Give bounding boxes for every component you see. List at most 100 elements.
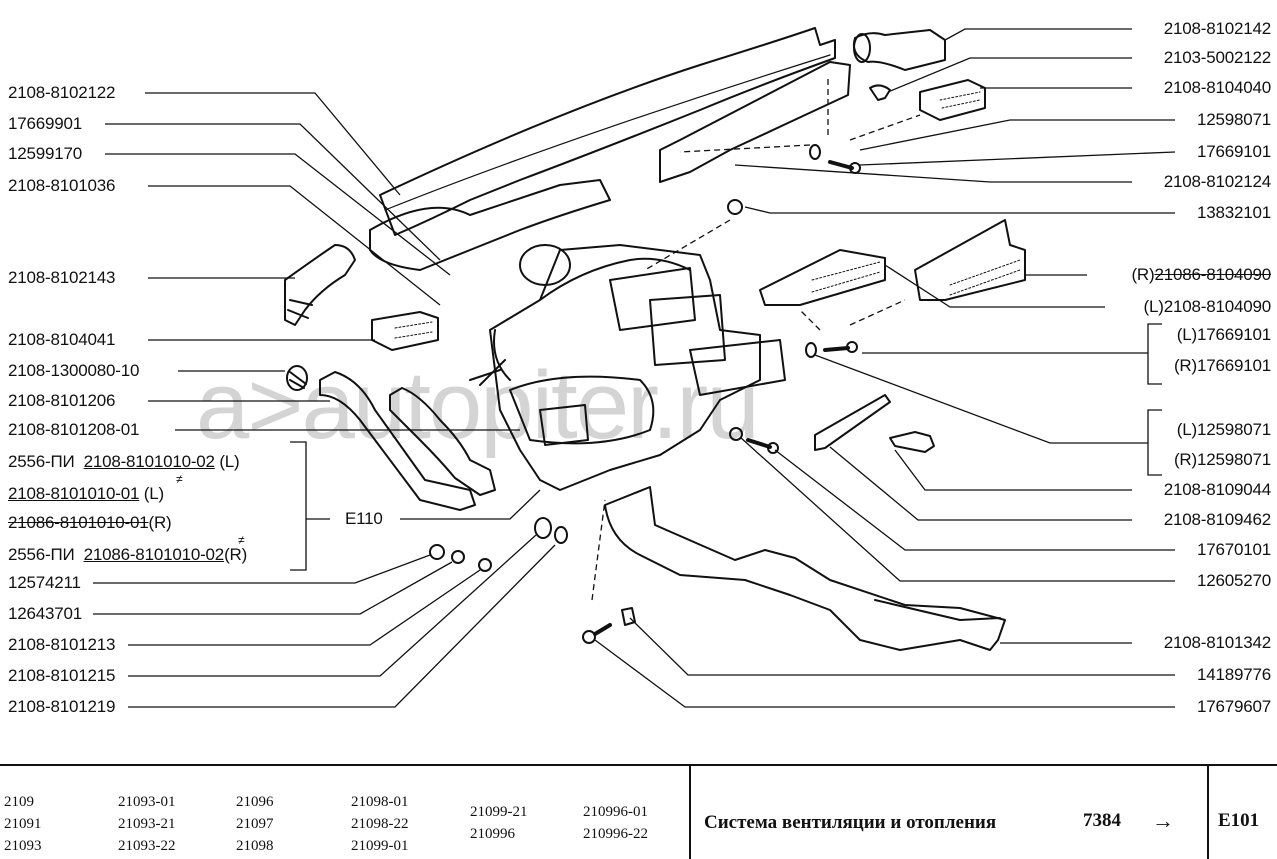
part-label-l-17669101[interactable]: (L)17669101 (1177, 325, 1271, 345)
part-label-12605270[interactable]: 12605270 (1196, 571, 1271, 590)
model-code: 210996-22 (583, 826, 648, 842)
nut-13832101 (727, 199, 743, 215)
hose-clamp (286, 365, 308, 391)
knob-2108-8109044 (889, 431, 935, 453)
hose-2108-8101206 (319, 371, 476, 511)
part-number: 17669101 (1196, 325, 1271, 344)
part-label-12598071[interactable]: 12598071 (1196, 110, 1271, 129)
part-label-2108-8102142[interactable]: 2108-8102142 (1163, 19, 1271, 38)
heater-row-4-prefix: 2556-ПИ (8, 545, 75, 564)
part-label-2108-8101219[interactable]: 2108-8101219 (8, 697, 116, 716)
part-label-2108-8102122[interactable]: 2108-8102122 (8, 83, 116, 102)
arrow-right-icon: → (1152, 808, 1174, 833)
neq-mark-1: ≠ (176, 472, 183, 486)
part-label-2108-8109044[interactable]: 2108-8109044 (1163, 480, 1271, 499)
vent-r-21086-8104090 (914, 219, 1026, 301)
model-code: 21093-22 (118, 838, 176, 854)
elbow-2108-8102143 (284, 244, 356, 326)
heater-part-21086-8101010-02[interactable]: 21086-8101010-02 (83, 545, 225, 564)
footer-divider (689, 766, 691, 859)
small-vent (919, 79, 986, 121)
nut-12574211 (429, 544, 445, 560)
vent-l-2108-8104090 (759, 249, 886, 306)
model-code: 21093-21 (118, 816, 176, 832)
part-label-12643701[interactable]: 12643701 (8, 604, 83, 623)
part-label-2108-8104041[interactable]: 2108-8104041 (8, 330, 116, 349)
part-label-17679607[interactable]: 17679607 (1196, 697, 1271, 716)
part-label-2108-8101213[interactable]: 2108-8101213 (8, 635, 116, 654)
nut-upper (809, 144, 821, 160)
model-code: 21099-21 (470, 804, 528, 820)
washer-2108-8101219 (554, 526, 568, 544)
part-label-r-21086-8104090[interactable]: (R)21086-8104090 (1131, 265, 1271, 285)
side-l: (L) (1176, 325, 1197, 344)
part-number: 17669101 (1196, 356, 1271, 375)
heater-row-3-side: (R) (148, 513, 172, 532)
part-label-2103-5002122[interactable]: 2103-5002122 (1163, 48, 1271, 67)
model-code: 21091 (4, 816, 42, 832)
part-label-r-17669101[interactable]: (R)17669101 (1174, 356, 1271, 376)
section-title: Система вентиляции и отопления (704, 812, 997, 833)
rail-2108-8109462 (814, 394, 891, 451)
part-label-2108-1300080-10[interactable]: 2108-1300080-10 (8, 361, 140, 380)
model-code: 2109 (4, 794, 34, 810)
model-code: 21099-01 (351, 838, 409, 854)
part-label-l-2108-8104090[interactable]: (L)2108-8104090 (1143, 297, 1272, 317)
model-code: 21096 (236, 794, 274, 810)
page-reference[interactable]: 7384 (1083, 810, 1121, 831)
part-label-2108-8104040[interactable]: 2108-8104040 (1163, 78, 1271, 97)
part-label-2108-8101342[interactable]: 2108-8101342 (1163, 633, 1271, 652)
part-label-17670101[interactable]: 17670101 (1196, 540, 1271, 559)
heater-row-4-side: (R) (224, 545, 248, 564)
elbow-duct (852, 29, 946, 71)
part-label-12599170[interactable]: 12599170 (8, 144, 83, 163)
model-code: 210996-01 (583, 804, 648, 820)
screw-17679607 (582, 630, 596, 644)
heater-row-2: 2108-8101010-01 (L) (8, 484, 164, 504)
heater-part-2108-8101010-02[interactable]: 2108-8101010-02 (83, 452, 215, 471)
heater-row-1-side: (L) (219, 452, 240, 471)
heater-part-21086-8101010-01[interactable]: 21086-8101010-01 (8, 513, 149, 532)
section-code: E101 (1218, 810, 1260, 831)
plate-14189776 (621, 607, 636, 626)
heater-row-2-side: (L) (143, 484, 164, 503)
nut-12598071 (805, 342, 817, 358)
washer-2108-8101215 (534, 517, 552, 539)
part-label-2108-8101206[interactable]: 2108-8101206 (8, 391, 116, 410)
part-number: 12598071 (1196, 420, 1271, 439)
nut-17670101 (729, 427, 743, 441)
catalog-footer: 2109 21091 21093 21093-01 21093-21 21093… (0, 764, 1277, 859)
part-label-12574211[interactable]: 12574211 (8, 573, 81, 592)
part-number: 12598071 (1196, 450, 1271, 469)
model-code: 21097 (236, 816, 274, 832)
part-label-2108-8101215[interactable]: 2108-8101215 (8, 666, 116, 685)
model-code: 21093-01 (118, 794, 176, 810)
upper-air-duct (379, 27, 836, 236)
assembly-label-e110[interactable]: E110 (345, 509, 383, 528)
part-label-2108-8102143[interactable]: 2108-8102143 (8, 268, 116, 287)
part-label-2108-8109462[interactable]: 2108-8109462 (1163, 510, 1271, 529)
part-label-2108-8102124[interactable]: 2108-8102124 (1163, 172, 1271, 191)
part-label-2108-8101036[interactable]: 2108-8101036 (8, 176, 116, 195)
side-r: (R) (1131, 265, 1155, 284)
heater-row-1: 2556-ПИ 2108-8101010-02 (L) (8, 452, 240, 472)
part-label-13832101[interactable]: 13832101 (1196, 203, 1271, 222)
part-label-17669101[interactable]: 17669101 (1196, 142, 1271, 161)
heater-row-4: 2556-ПИ 21086-8101010-02(R) (8, 545, 247, 565)
part-label-14189776[interactable]: 14189776 (1196, 665, 1271, 684)
diagram-drawing (284, 27, 1026, 651)
part-label-r-12598071[interactable]: (R)12598071 (1174, 450, 1271, 470)
footer-divider (1207, 766, 1209, 859)
duct-extension (659, 61, 851, 183)
part-label-l-12598071[interactable]: (L)12598071 (1177, 420, 1271, 440)
leader-lines (93, 28, 1176, 708)
model-code: 21098-22 (351, 816, 409, 832)
heater-row-1-prefix: 2556-ПИ (8, 452, 75, 471)
heater-part-2108-8101010-01[interactable]: 2108-8101010-01 (8, 484, 140, 503)
part-label-2108-8101208-01[interactable]: 2108-8101208-01 (8, 420, 140, 439)
side-r: (R) (1173, 356, 1197, 375)
neq-mark-2: ≠ (238, 533, 245, 547)
side-l: (L) (1143, 297, 1164, 316)
nut-12643701 (451, 550, 465, 564)
part-label-17669901[interactable]: 17669901 (8, 114, 83, 133)
